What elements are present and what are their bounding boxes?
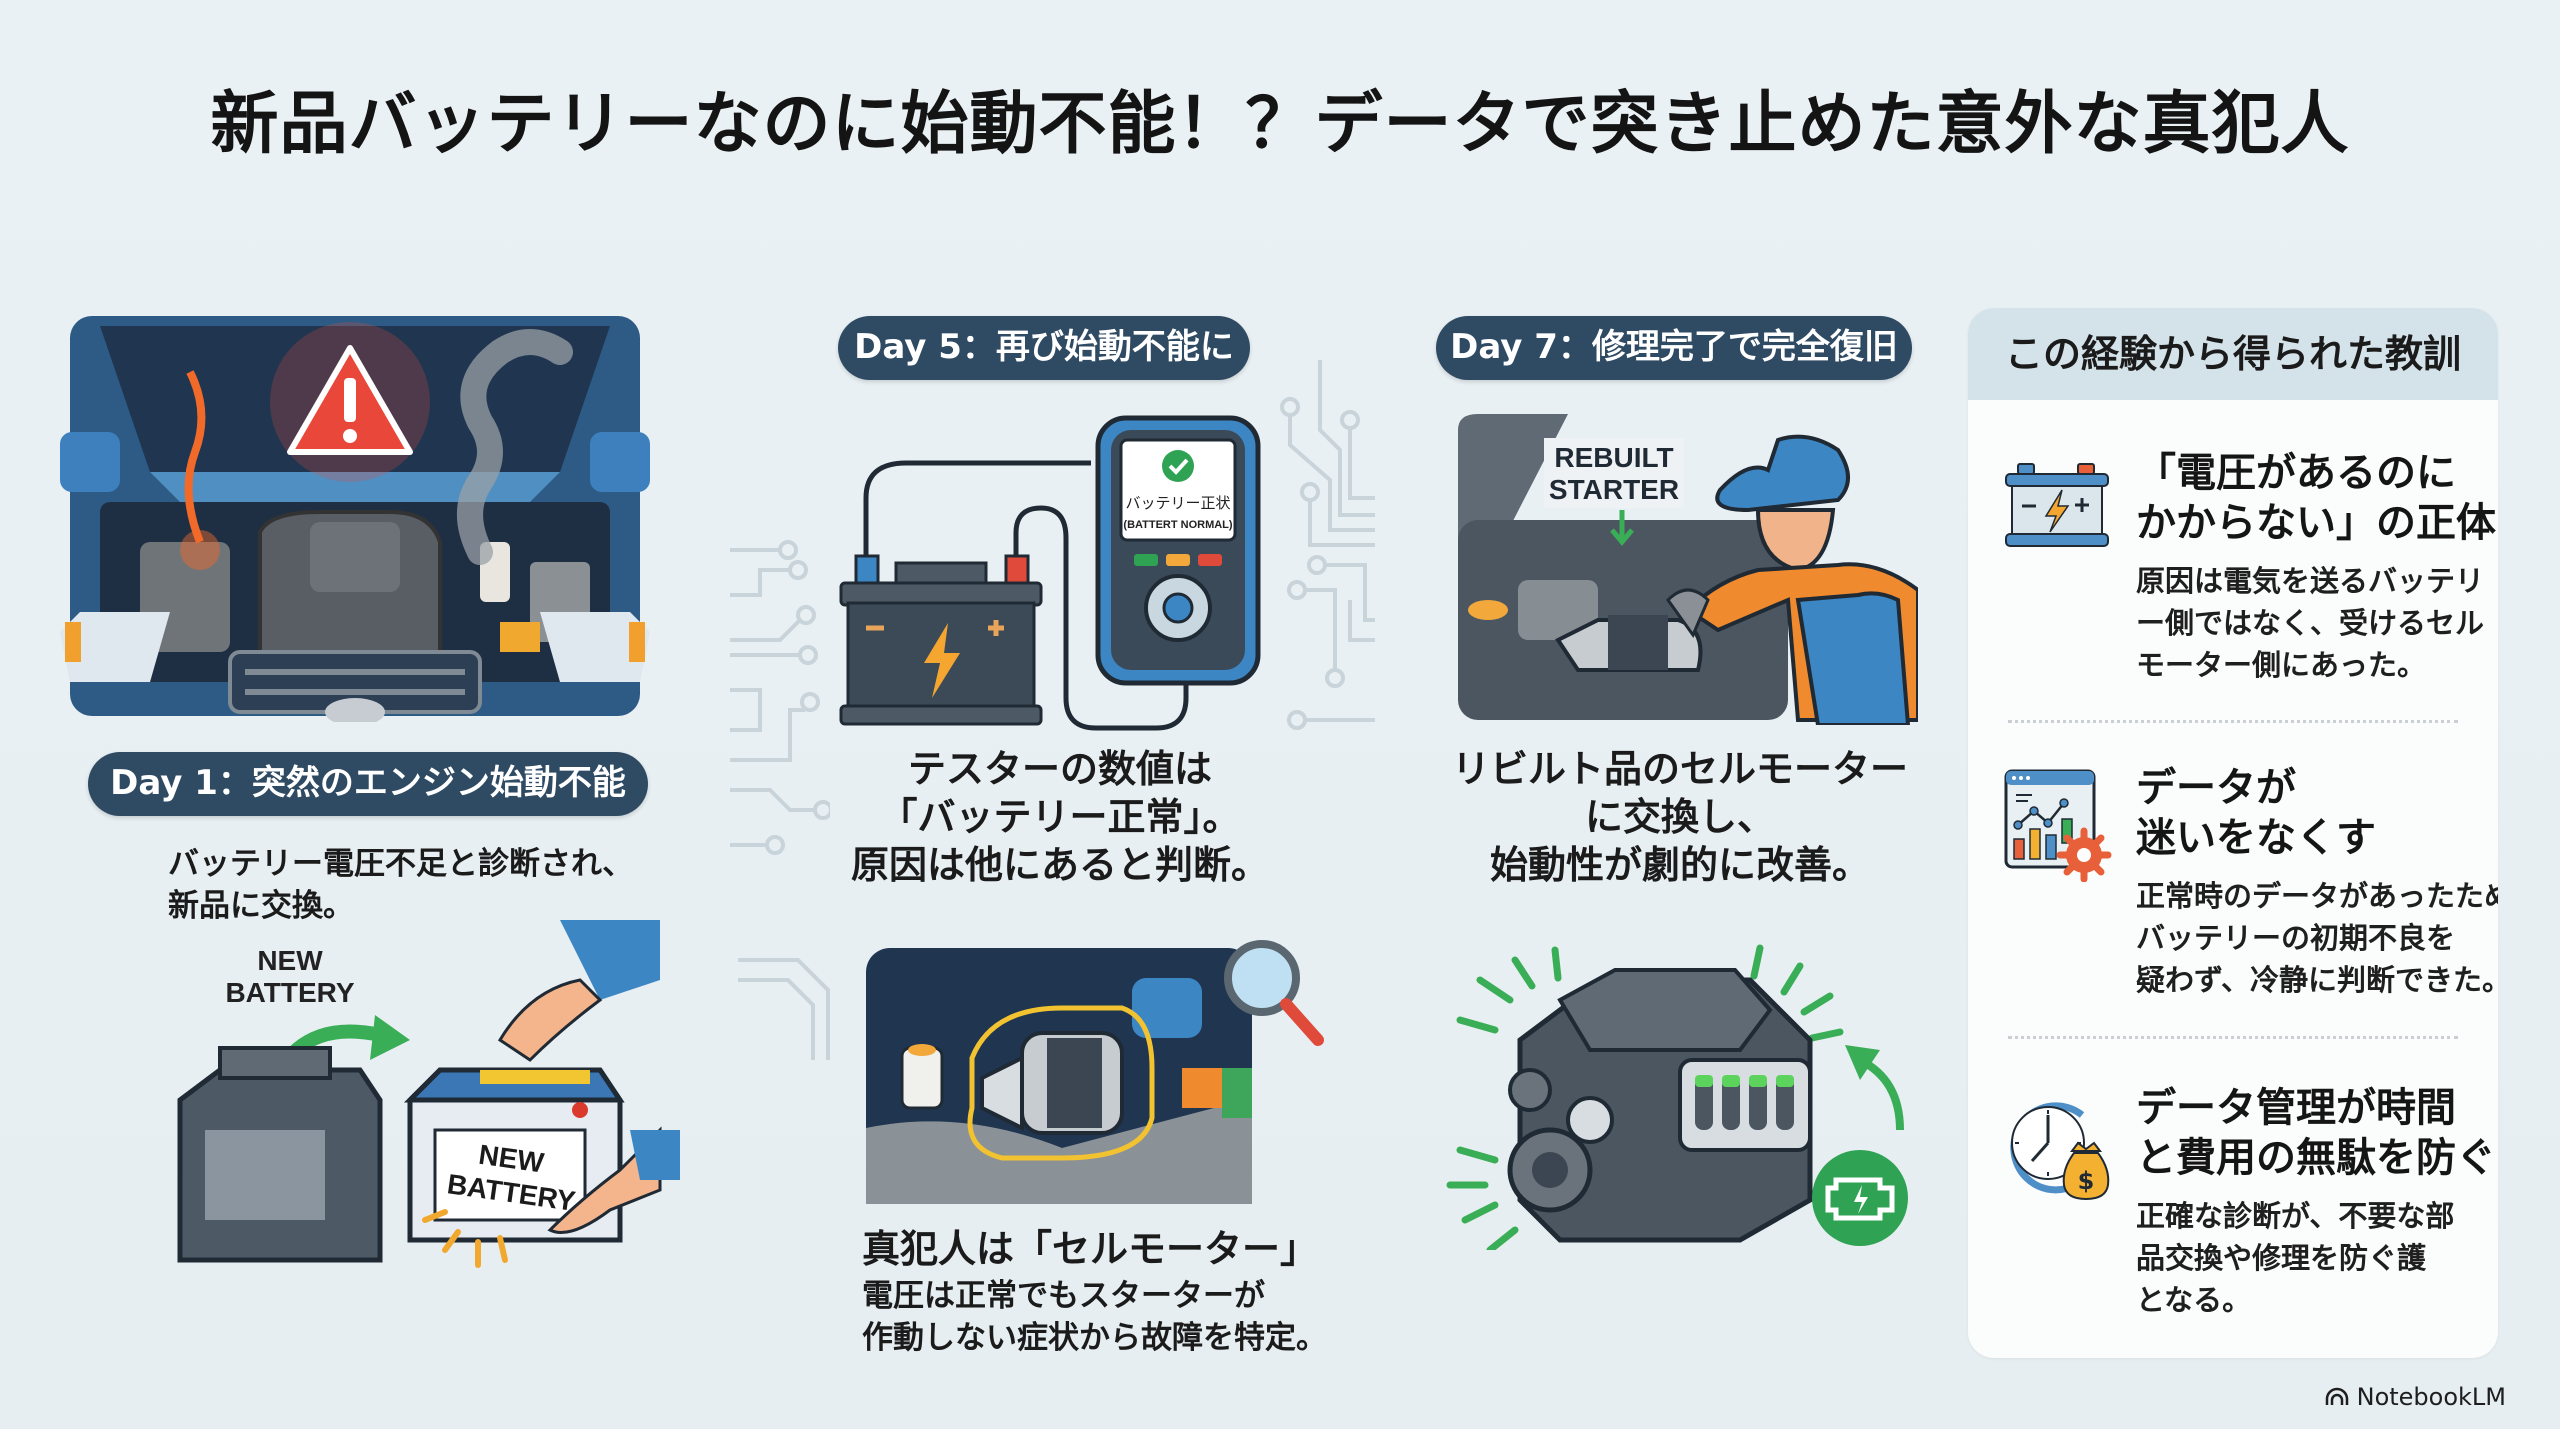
svg-text:$: $ bbox=[2078, 1167, 2095, 1195]
notebooklm-logo-icon bbox=[2325, 1387, 2348, 1405]
lessons-header: この経験から得られた教訓 bbox=[1968, 308, 2498, 400]
page-title: 新品バッテリーなのに始動不能！？データで突き止めた意外な真犯人 bbox=[210, 85, 2350, 164]
lesson-body: 正常時のデータがあったため、 バッテリーの初期不良を 疑わず、冷静に判断できた。 bbox=[2136, 875, 2498, 1001]
lesson-body: 原因は電気を送るバッテリ ー側ではなく、受けるセル モーター側にあった。 bbox=[2136, 560, 2484, 686]
day5-label: Day 5：再び始動不能に bbox=[838, 316, 1250, 380]
lesson-body-line: 原因は電気を送るバッテリ bbox=[2136, 564, 2485, 598]
lesson-title-line: かからない」の正体 bbox=[2136, 500, 2496, 546]
lesson-body-line: 品交換や修理を防ぐ護 bbox=[2136, 1241, 2427, 1275]
day5-finding: 真犯人は「セルモーター」 電圧は正常でもスターターが 作動しない症状から故障を特… bbox=[862, 1223, 1327, 1359]
lesson-title: データ管理が時間 と費用の無駄を防ぐ bbox=[2136, 1083, 2496, 1183]
lessons-panel: この経験から得られた教訓 「電圧があるのに かからない」の正体 原因は電気を送る… bbox=[1968, 308, 2498, 1358]
lesson-title-line: 迷いをなくす bbox=[2136, 815, 2376, 861]
new-battery-arrow-label-2: BATTERY bbox=[225, 977, 354, 1008]
day1-label: Day 1：突然のエンジン始動不能 bbox=[88, 752, 648, 816]
battery-icon bbox=[2005, 463, 2109, 547]
circuit-decoration-right bbox=[1280, 360, 1375, 730]
rebuilt-label-1: REBUILT bbox=[1554, 442, 1673, 473]
new-battery-arrow-label-1: NEW bbox=[257, 945, 323, 976]
day1-caption-line: 新品に交換。 bbox=[168, 888, 354, 924]
finding-title: 真犯人は「セルモーター」 bbox=[862, 1227, 1319, 1271]
data-chart-gear-icon bbox=[2004, 769, 2112, 882]
magnifier-icon bbox=[1224, 940, 1300, 1016]
day7-caption-line: 始動性が劇的に改善。 bbox=[1489, 843, 1870, 887]
battery-tester-illustration: バッテリー正状 (BATTERT NORMAL) bbox=[839, 415, 1261, 731]
day7-label: Day 7：修理完了で完全復旧 bbox=[1436, 316, 1912, 380]
day1-caption-line: バッテリー電圧不足と診断され、 bbox=[168, 846, 634, 882]
tester-screen-line1: バッテリー正状 bbox=[1125, 494, 1230, 512]
car-engine-warning-illustration bbox=[60, 316, 650, 722]
lesson-divider bbox=[2008, 720, 2458, 723]
day5-caption-line: テスターの数値は bbox=[907, 747, 1212, 791]
lesson-body-line: 正確な診断が、不要な部 bbox=[2136, 1199, 2455, 1233]
lesson-title-line: データが bbox=[2136, 765, 2296, 811]
lesson-body-line: バッテリーの初期不良を bbox=[2136, 921, 2456, 955]
circuit-decoration-left bbox=[730, 540, 830, 855]
lesson-title-line: 「電圧があるのに bbox=[2136, 450, 2456, 496]
lesson-body-line: モーター側にあった。 bbox=[2136, 648, 2427, 682]
engine-running-illustration bbox=[1446, 944, 1908, 1250]
notebooklm-brand: NotebookLM bbox=[2325, 1383, 2506, 1411]
mechanic-rebuilt-starter-illustration: REBUILT STARTER bbox=[1458, 414, 1918, 725]
lesson-divider bbox=[2008, 1036, 2458, 1039]
lesson-body-line: となる。 bbox=[2136, 1283, 2252, 1317]
lesson-title: データが 迷いをなくす bbox=[2136, 763, 2376, 863]
day7-caption: リビルト品のセルモーター に交換し、 始動性が劇的に改善。 bbox=[1420, 745, 1940, 889]
clock-money-icon: $ bbox=[2010, 1102, 2110, 1201]
tester-screen-line2: (BATTERT NORMAL) bbox=[1123, 519, 1232, 531]
day1-caption: バッテリー電圧不足と診断され、 新品に交換。 bbox=[168, 843, 633, 927]
finding-line: 電圧は正常でもスターターが bbox=[862, 1278, 1265, 1314]
lesson-body: 正確な診断が、不要な部 品交換や修理を防ぐ護 となる。 bbox=[2136, 1195, 2454, 1321]
circuit-decoration-bottom-left bbox=[738, 958, 830, 1060]
starter-motor-inspection-illustration bbox=[866, 940, 1324, 1204]
lesson-body-line: 疑わず、冷静に判断できた。 bbox=[2136, 963, 2498, 997]
lesson-title-line: データ管理が時間 bbox=[2136, 1085, 2456, 1131]
lesson-title-line: と費用の無駄を防ぐ bbox=[2136, 1135, 2496, 1181]
day7-caption-line: リビルト品のセルモーター bbox=[1451, 747, 1908, 791]
lesson-title: 「電圧があるのに かからない」の正体 bbox=[2136, 448, 2496, 548]
lightning-icon bbox=[924, 623, 960, 698]
lesson-body-line: 正常時のデータがあったため、 bbox=[2136, 879, 2498, 913]
day7-caption-line: に交換し、 bbox=[1584, 795, 1775, 839]
lesson-body-line: ー側ではなく、受けるセル bbox=[2136, 606, 2485, 640]
day5-caption-line: 原因は他にあると判断。 bbox=[850, 843, 1269, 887]
day5-caption-line: 「バッテリー正常」。 bbox=[879, 795, 1241, 839]
brand-text: NotebookLM bbox=[2356, 1383, 2506, 1411]
rebuilt-label-2: STARTER bbox=[1549, 474, 1679, 505]
finding-line: 作動しない症状から故障を特定。 bbox=[862, 1320, 1327, 1356]
down-arrow-icon bbox=[1610, 510, 1634, 546]
day5-caption: テスターの数値は 「バッテリー正常」。 原因は他にあると判断。 bbox=[820, 745, 1300, 889]
battery-replacement-illustration: NEW BATTERY NEW BATTERY bbox=[177, 920, 680, 1268]
check-icon bbox=[1162, 450, 1194, 482]
